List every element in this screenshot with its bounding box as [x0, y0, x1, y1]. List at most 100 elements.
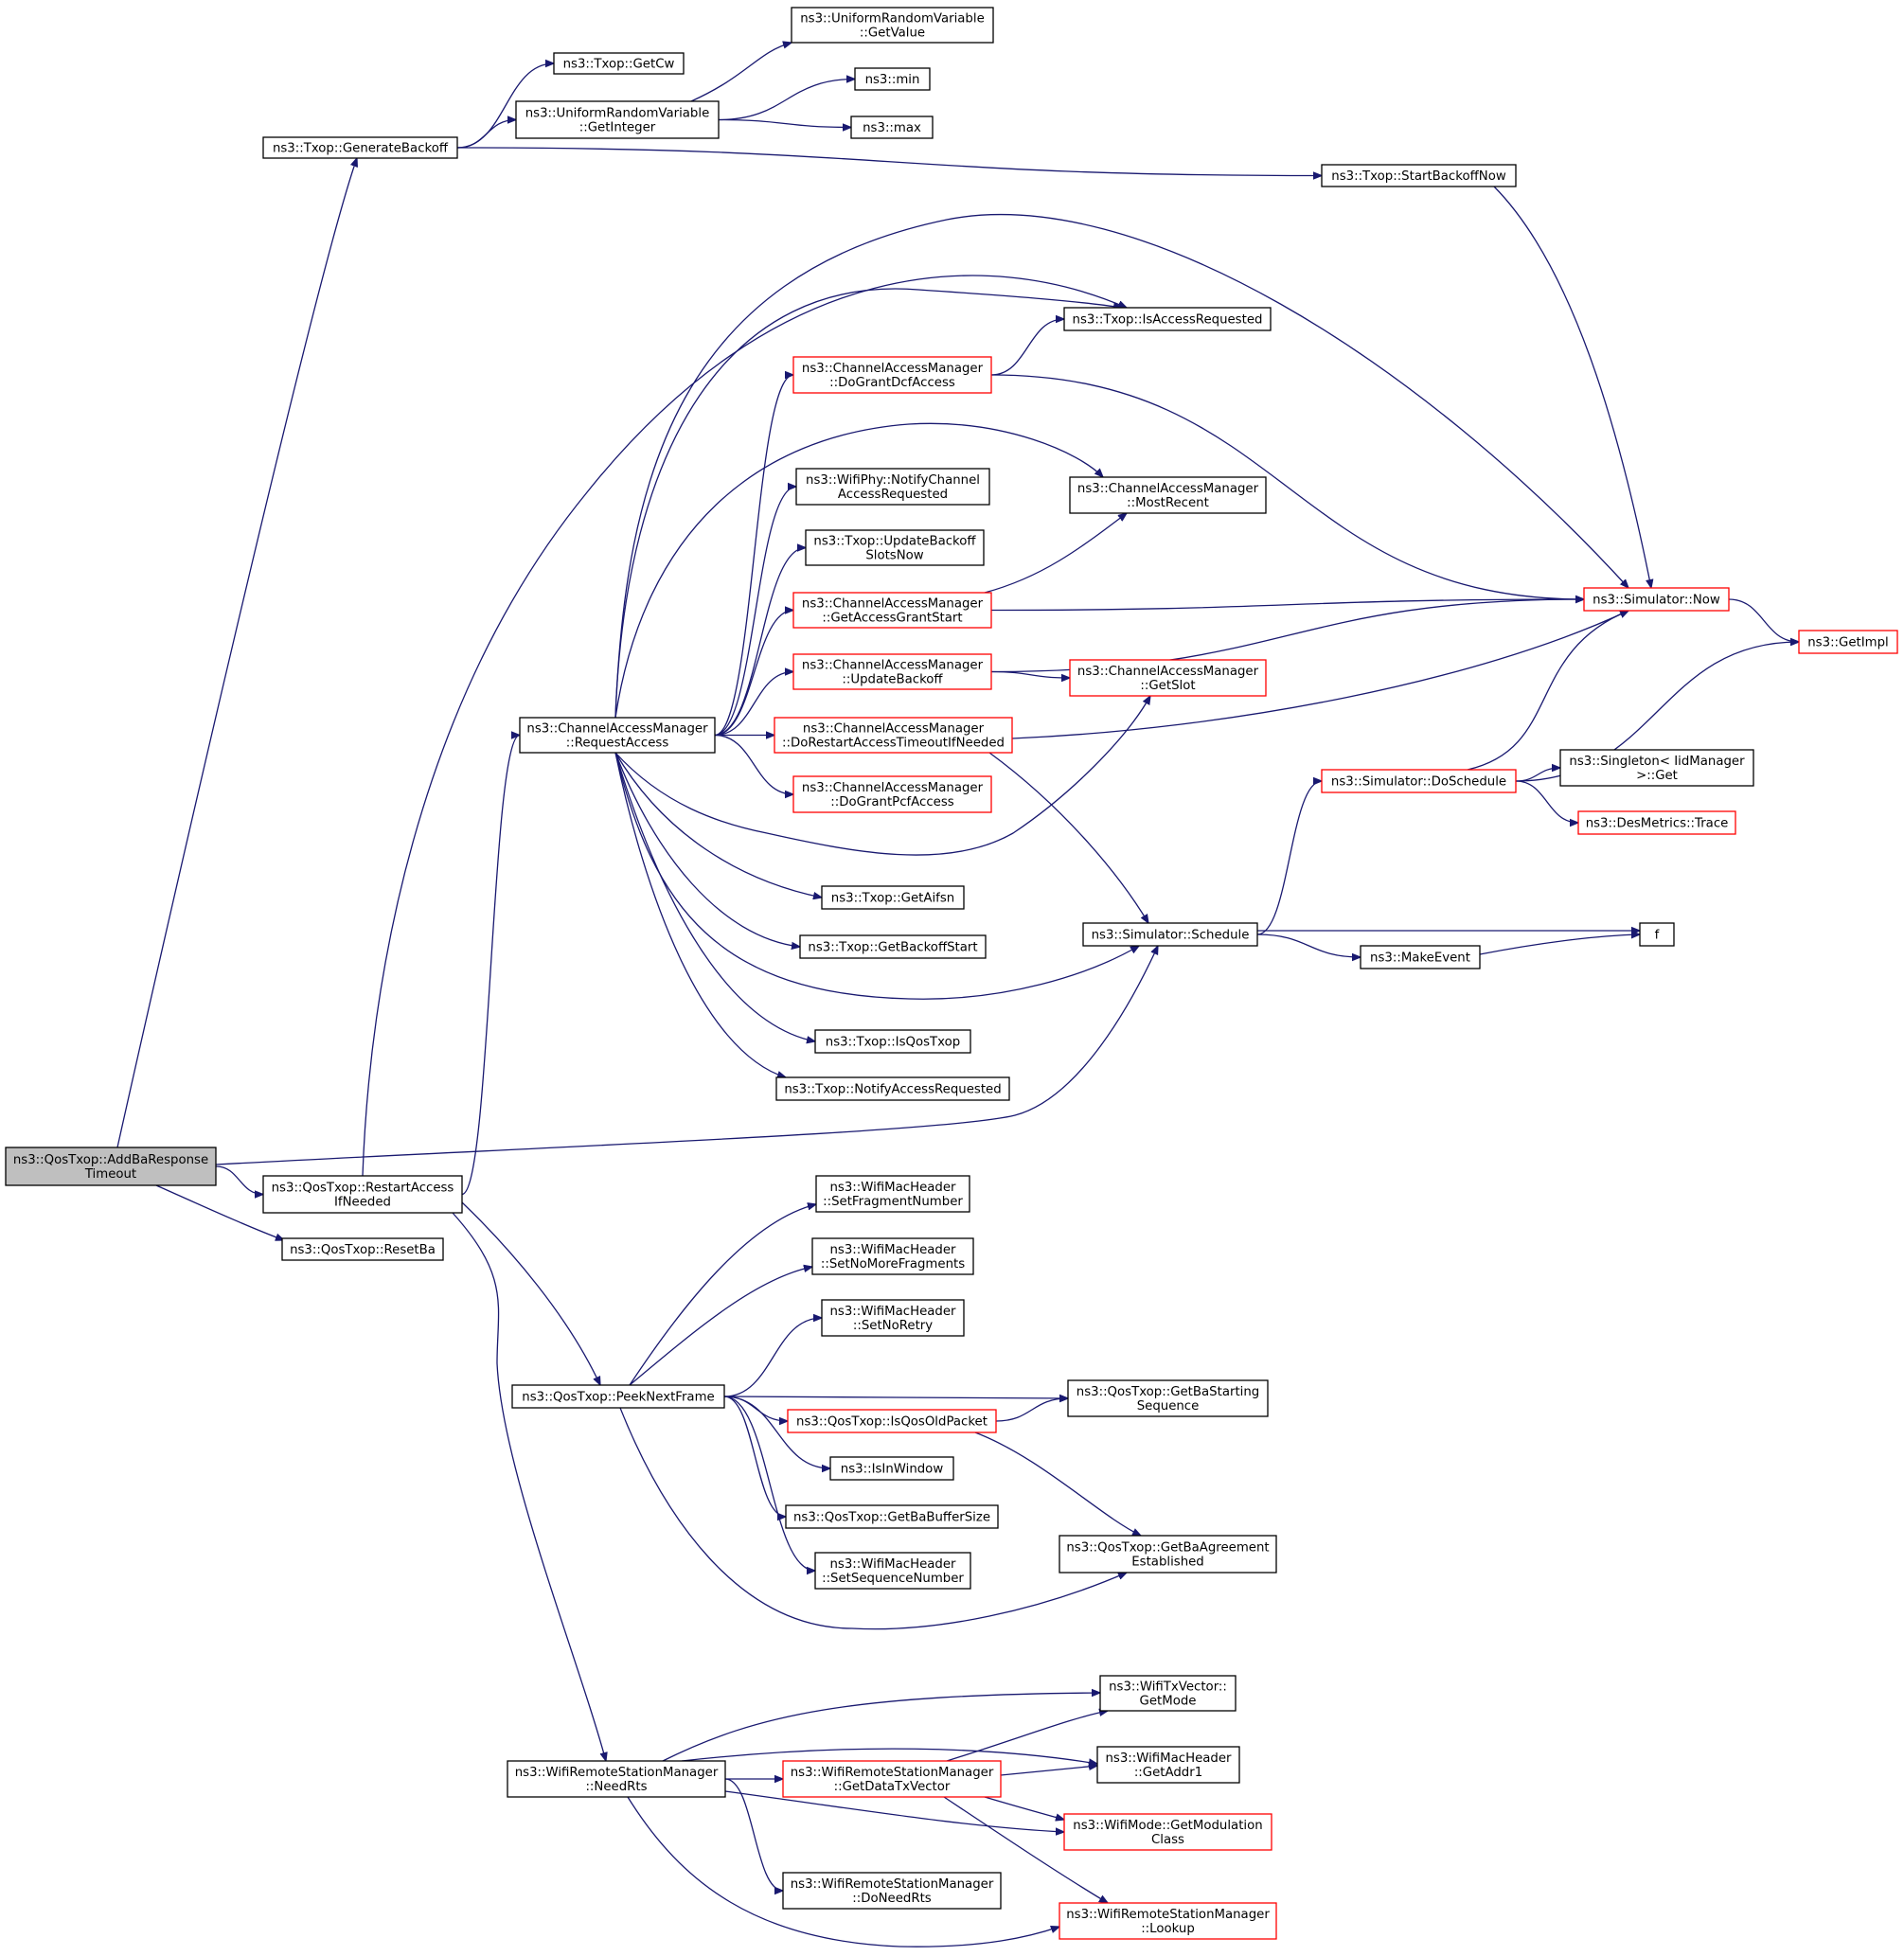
node-box[interactable]	[262, 1175, 463, 1214]
node-box[interactable]	[815, 1175, 970, 1213]
node-box[interactable]	[1583, 587, 1730, 612]
node-min[interactable]: ns3::min	[854, 67, 931, 91]
node-singleton[interactable]: ns3::Singleton< IidManager>::Get	[1559, 749, 1754, 787]
node-setSeqNum[interactable]: ns3::WifiMacHeader::SetSequenceNumber	[814, 1552, 971, 1590]
node-box[interactable]	[821, 1299, 965, 1337]
node-peekNext[interactable]: ns3::QosTxop::PeekNextFrame	[511, 1384, 725, 1409]
node-setNoMoreFrag[interactable]: ns3::WifiMacHeader::SetNoMoreFragments	[811, 1237, 974, 1275]
node-box[interactable]	[1059, 1902, 1277, 1940]
node-box[interactable]	[791, 7, 994, 44]
node-resetBa[interactable]: ns3::QosTxop::ResetBa	[281, 1237, 444, 1261]
node-box[interactable]	[507, 1760, 726, 1798]
node-setNoRetry[interactable]: ns3::WifiMacHeader::SetNoRetry	[821, 1299, 965, 1337]
node-box[interactable]	[1099, 1675, 1237, 1712]
node-box[interactable]	[799, 934, 987, 959]
node-box[interactable]	[281, 1237, 444, 1261]
node-box[interactable]	[1096, 1746, 1240, 1784]
node-box[interactable]	[792, 653, 992, 690]
node-box[interactable]	[1577, 810, 1736, 835]
node-genBackoff[interactable]: ns3::Txop::GenerateBackoff	[262, 136, 458, 159]
node-box[interactable]	[792, 356, 992, 394]
node-isQosOld[interactable]: ns3::QosTxop::IsQosOldPacket	[787, 1409, 997, 1433]
node-getBackoffStart[interactable]: ns3::Txop::GetBackoffStart	[799, 934, 987, 959]
node-box[interactable]	[1067, 1379, 1269, 1417]
node-box[interactable]	[854, 67, 931, 91]
node-box[interactable]	[814, 1029, 971, 1054]
node-getBaBuffer[interactable]: ns3::QosTxop::GetBaBufferSize	[785, 1504, 999, 1529]
node-box[interactable]	[1321, 164, 1517, 187]
node-f[interactable]: f	[1639, 922, 1675, 947]
node-box[interactable]	[829, 1456, 954, 1481]
node-isInWindow[interactable]: ns3::IsInWindow	[829, 1456, 954, 1481]
node-doNeedRts[interactable]: ns3::WifiRemoteStationManager::DoNeedRts	[782, 1872, 1002, 1910]
node-box[interactable]	[787, 1409, 997, 1433]
node-getImpl[interactable]: ns3::GetImpl	[1798, 630, 1898, 654]
node-box[interactable]	[1082, 922, 1258, 947]
node-box[interactable]	[1360, 945, 1481, 969]
node-box[interactable]	[782, 1872, 1002, 1910]
node-getDataTx[interactable]: ns3::WifiRemoteStationManager::GetDataTx…	[782, 1760, 1002, 1798]
node-getInteger[interactable]: ns3::UniformRandomVariable::GetInteger	[515, 100, 720, 139]
node-getSlot[interactable]: ns3::ChannelAccessManager::GetSlot	[1069, 659, 1267, 697]
node-box[interactable]	[775, 1076, 1010, 1101]
node-box[interactable]	[1639, 922, 1675, 947]
node-doGrantDcf[interactable]: ns3::ChannelAccessManager::DoGrantDcfAcc…	[792, 356, 992, 394]
node-makeEvent[interactable]: ns3::MakeEvent	[1360, 945, 1481, 969]
node-box[interactable]	[1069, 476, 1267, 514]
node-notifyAccessReq[interactable]: ns3::Txop::NotifyAccessRequested	[775, 1076, 1010, 1101]
node-box[interactable]	[515, 100, 720, 139]
node-isAccessReq[interactable]: ns3::Txop::IsAccessRequested	[1063, 307, 1272, 331]
node-box[interactable]	[1063, 307, 1272, 331]
node-doGrantPcf[interactable]: ns3::ChannelAccessManager::DoGrantPcfAcc…	[792, 775, 992, 813]
node-box[interactable]	[792, 775, 992, 813]
node-box[interactable]	[553, 52, 685, 75]
node-box[interactable]	[511, 1384, 725, 1409]
node-updateBackoff[interactable]: ns3::ChannelAccessManager::UpdateBackoff	[792, 653, 992, 690]
node-box[interactable]	[5, 1147, 217, 1186]
node-box[interactable]	[850, 116, 934, 139]
node-getCw[interactable]: ns3::Txop::GetCw	[553, 52, 685, 75]
node-box[interactable]	[811, 1237, 974, 1275]
node-getValue[interactable]: ns3::UniformRandomVariable::GetValue	[791, 7, 994, 44]
node-needRts[interactable]: ns3::WifiRemoteStationManager::NeedRts	[507, 1760, 726, 1798]
node-desTrace[interactable]: ns3::DesMetrics::Trace	[1577, 810, 1736, 835]
node-simNow[interactable]: ns3::Simulator::Now	[1583, 587, 1730, 612]
node-getAddr1[interactable]: ns3::WifiMacHeader::GetAddr1	[1096, 1746, 1240, 1784]
node-box[interactable]	[821, 885, 965, 910]
node-mostRecent[interactable]: ns3::ChannelAccessManager::MostRecent	[1069, 476, 1267, 514]
node-box[interactable]	[519, 717, 716, 754]
node-max[interactable]: ns3::max	[850, 116, 934, 139]
node-lookup[interactable]: ns3::WifiRemoteStationManager::Lookup	[1059, 1902, 1277, 1940]
node-doSchedule[interactable]: ns3::Simulator::DoSchedule	[1321, 769, 1517, 793]
node-doRestart[interactable]: ns3::ChannelAccessManager::DoRestartAcce…	[774, 717, 1013, 754]
node-box[interactable]	[262, 136, 458, 159]
node-isQosTxop[interactable]: ns3::Txop::IsQosTxop	[814, 1029, 971, 1054]
node-getMode[interactable]: ns3::WifiTxVector::GetMode	[1099, 1675, 1237, 1712]
node-box[interactable]	[1798, 630, 1898, 654]
node-box[interactable]	[792, 592, 992, 629]
node-box[interactable]	[805, 529, 985, 566]
node-requestAccess[interactable]: ns3::ChannelAccessManager::RequestAccess	[519, 717, 716, 754]
node-schedule[interactable]: ns3::Simulator::Schedule	[1082, 922, 1258, 947]
node-box[interactable]	[814, 1552, 971, 1590]
node-box[interactable]	[1059, 1535, 1277, 1574]
node-getAccessGrant[interactable]: ns3::ChannelAccessManager::GetAccessGran…	[792, 592, 992, 629]
node-startBackoff[interactable]: ns3::Txop::StartBackoffNow	[1321, 164, 1517, 187]
node-setFragNum[interactable]: ns3::WifiMacHeader::SetFragmentNumber	[815, 1175, 970, 1213]
node-box[interactable]	[1069, 659, 1267, 697]
node-box[interactable]	[795, 468, 990, 506]
node-notifyChannel[interactable]: ns3::WifiPhy::NotifyChannelAccessRequest…	[795, 468, 990, 506]
node-box[interactable]	[1321, 769, 1517, 793]
node-box[interactable]	[774, 717, 1013, 754]
node-box[interactable]	[1559, 749, 1754, 787]
node-box[interactable]	[785, 1504, 999, 1529]
node-box[interactable]	[782, 1760, 1002, 1798]
node-box[interactable]	[1063, 1813, 1272, 1851]
node-getAifsn[interactable]: ns3::Txop::GetAifsn	[821, 885, 965, 910]
